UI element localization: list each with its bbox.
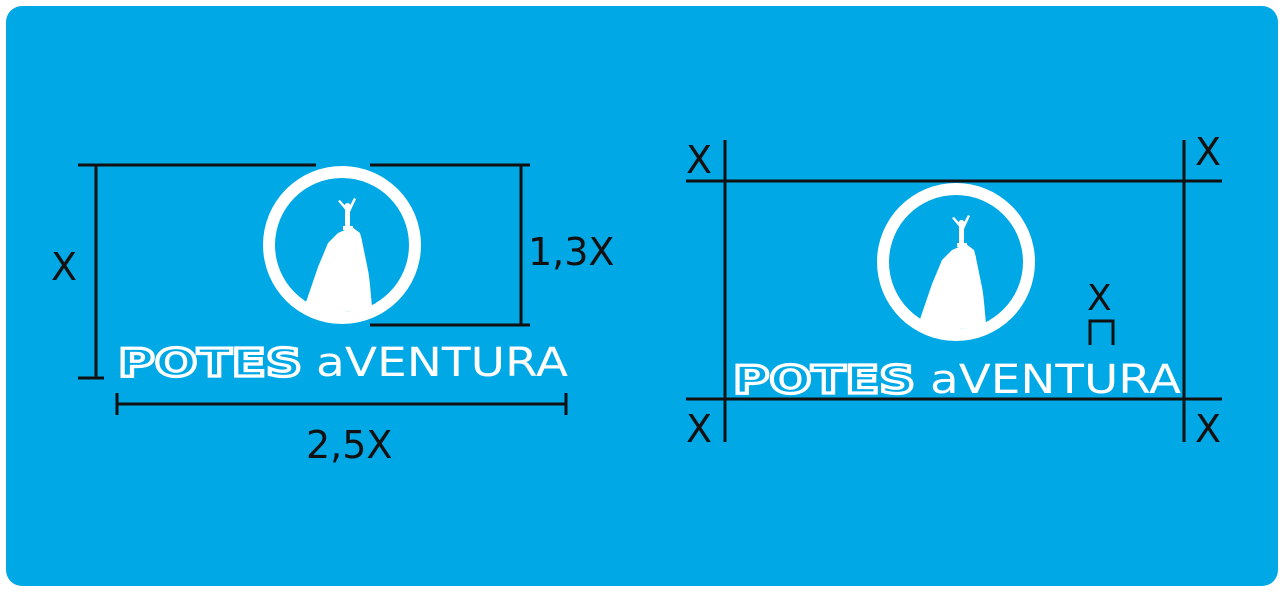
spacing-bracket xyxy=(1088,319,1115,345)
brand-name-part2: aVENTURA xyxy=(316,340,569,386)
emblem-height-label: 1,3X xyxy=(528,230,614,274)
brand-name-part1: POTES xyxy=(118,341,302,385)
corner-label-top-left: X xyxy=(686,138,712,182)
corner-label-bottom-left: X xyxy=(686,407,712,451)
mountain-climber-icon xyxy=(877,183,1035,341)
corner-label-top-right: X xyxy=(1195,130,1221,174)
brand-name-part2: aVENTURA xyxy=(930,357,1182,403)
brand-name-part1: POTES xyxy=(733,358,915,402)
width-label: 2,5X xyxy=(306,423,392,467)
left-proportion-diagram: X 1,3X 2,5X POTES aVENTURA xyxy=(51,163,614,467)
corner-label-bottom-right: X xyxy=(1195,407,1221,451)
spacing-label: X xyxy=(1087,278,1112,319)
height-label: X xyxy=(51,245,77,289)
mountain-climber-icon xyxy=(263,166,421,324)
background-panel xyxy=(6,6,1278,586)
right-clearspace-diagram: X X X X X POTES aVENTURA xyxy=(686,130,1222,451)
